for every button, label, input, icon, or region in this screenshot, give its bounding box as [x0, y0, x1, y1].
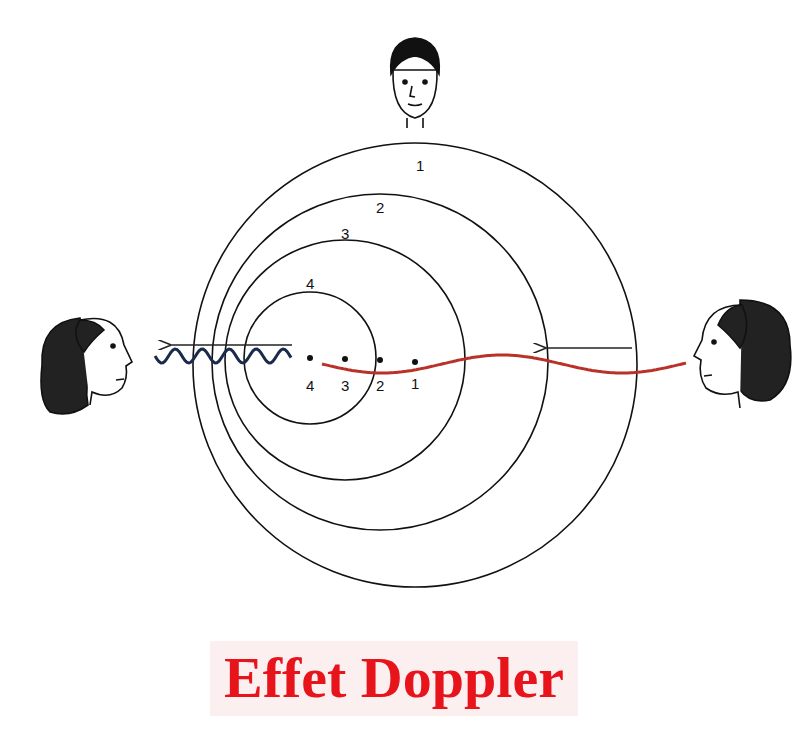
wavefront-number: 1	[414, 157, 426, 174]
wavefront-number: 2	[374, 199, 386, 216]
position-number: 2	[374, 377, 386, 394]
compressed-wave	[155, 349, 291, 363]
observer-face	[41, 318, 132, 414]
source-dot	[342, 356, 348, 362]
observer-face	[694, 300, 791, 408]
source-dot	[307, 355, 313, 361]
source-dot	[412, 359, 418, 365]
wavefront-circle	[225, 240, 465, 480]
position-number: 3	[339, 377, 351, 394]
wavefront-number: 4	[304, 275, 316, 292]
wavefront-circle	[212, 194, 548, 530]
wavefront-number: 3	[339, 225, 351, 242]
position-number: 4	[304, 377, 316, 394]
observer-face	[391, 38, 440, 128]
caption: Effet Doppler	[210, 641, 578, 716]
position-number: 1	[409, 375, 421, 392]
source-dot	[377, 357, 383, 363]
stretched-wave	[322, 355, 686, 373]
direction-arrow	[545, 347, 632, 348]
direction-arrow	[170, 344, 292, 345]
